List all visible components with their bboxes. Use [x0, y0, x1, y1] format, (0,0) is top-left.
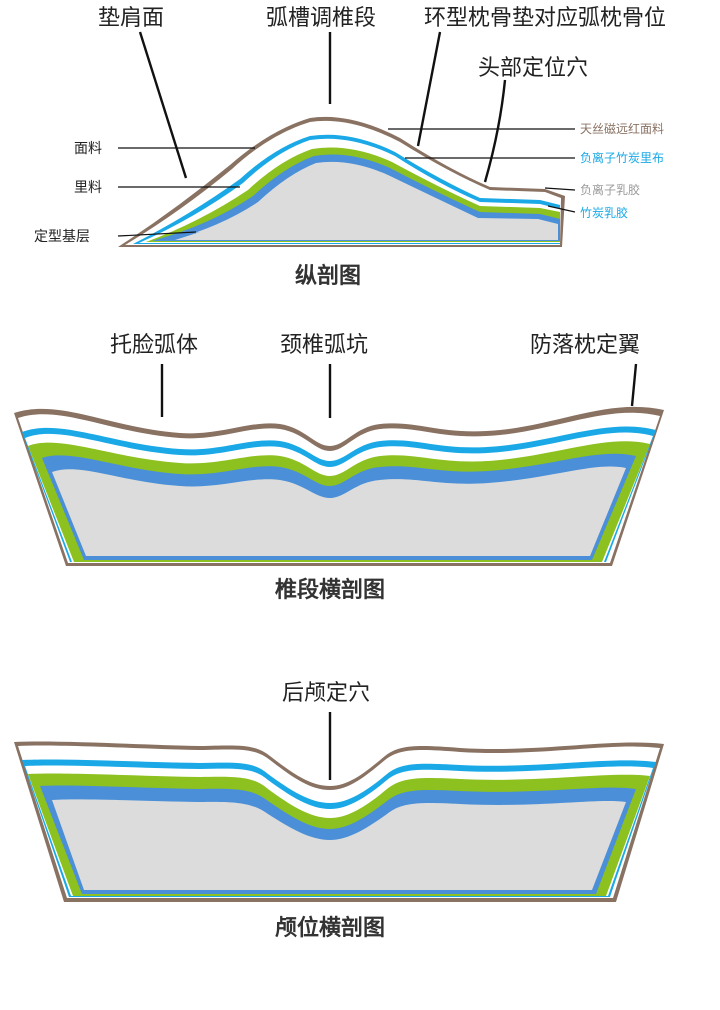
occ-core: [52, 799, 626, 890]
long-base-blue-notch: [155, 232, 200, 241]
label-tencel: 天丝磁远红面料: [580, 121, 664, 136]
cervical-labels: 托脸弧体 颈椎弧坑 防落枕定翼 椎段横剖图: [110, 333, 640, 603]
caption-occipital: 颅位横剖图: [275, 915, 385, 941]
cerv-core: [52, 466, 626, 556]
label-ion-latex: 负离子乳胶: [580, 182, 640, 197]
label-lining: 里料: [74, 180, 102, 196]
occipital-section: [14, 741, 664, 902]
caption-longitudinal: 纵剖图: [295, 263, 361, 289]
label-fabric: 面料: [74, 141, 102, 157]
callout-head-hole: 头部定位穴: [478, 56, 588, 81]
longitudinal-leaders: [117, 31, 576, 237]
longitudinal-labels: 垫肩面 弧槽调椎段 环型枕骨垫对应弧枕骨位 头部定位穴 面料 里料 定型基层 天…: [34, 6, 666, 289]
callout-skull-hole: 后颅定穴: [282, 681, 370, 706]
callout-pad-shoulder: 垫肩面: [98, 6, 164, 31]
leader-bamboo-latex: [547, 205, 576, 213]
occipital-labels: 后颅定穴 颅位横剖图: [275, 681, 385, 941]
long-core: [172, 161, 558, 240]
cervical-section: [14, 406, 664, 566]
leader-ion-latex: [544, 187, 576, 191]
caption-cervical: 椎段横剖图: [275, 577, 385, 603]
leader-occipital-arc: [416, 31, 442, 147]
leader-head-hole: [483, 79, 507, 183]
label-bamboo-latex: 竹炭乳胶: [580, 205, 628, 220]
callout-neck-pit: 颈椎弧坑: [280, 333, 368, 358]
callout-occipital-arc: 环型枕骨垫对应弧枕骨位: [424, 6, 666, 31]
callout-wing: 防落枕定翼: [530, 333, 640, 358]
callout-face-arc: 托脸弧体: [110, 333, 198, 358]
leader-pad-shoulder: [138, 31, 188, 179]
cervical-leaders: [160, 363, 638, 418]
label-ion-bamboo: 负离子竹炭里布: [580, 150, 664, 165]
label-base: 定型基层: [34, 228, 90, 245]
leader-base: [117, 231, 197, 237]
callout-cervical-arc: 弧槽调椎段: [266, 6, 376, 31]
longitudinal-section: [118, 116, 565, 247]
leader-wing: [630, 363, 638, 407]
